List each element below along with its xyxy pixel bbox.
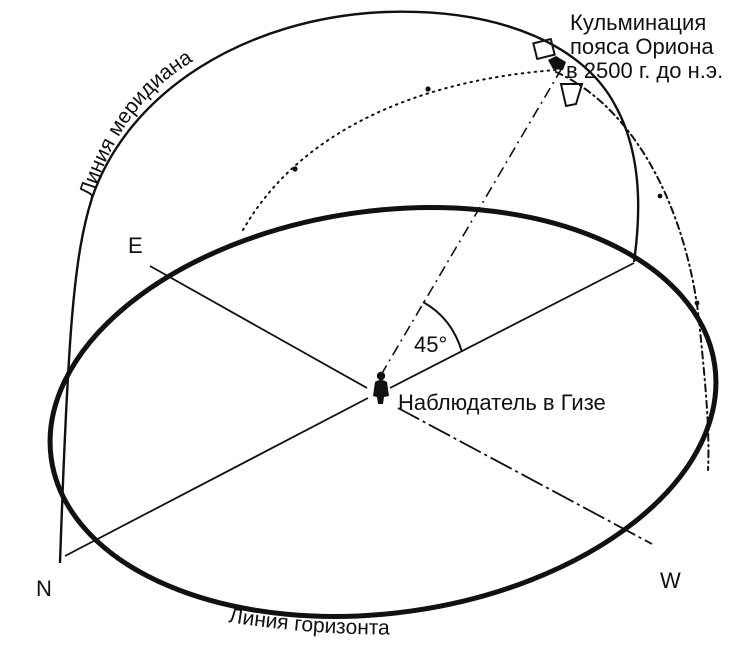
orion-path-east (242, 69, 557, 231)
orion-path-dot-2 (425, 86, 431, 92)
culmination-label-line-1: Кульминация (570, 10, 706, 35)
orion-path-dot-4 (694, 300, 700, 306)
observer-label: Наблюдатель в Гизе (398, 390, 606, 415)
west-label: W (660, 568, 681, 593)
horizon-label: Линия горизонта (227, 604, 390, 639)
sight-line (380, 67, 563, 376)
line-observer-north (64, 397, 369, 557)
angle-label: 45° (414, 332, 447, 357)
angle-arc (422, 301, 463, 353)
east-label: E (128, 233, 143, 258)
culmination-label-line-3: в 2500 г. до н.э. (566, 58, 723, 83)
orion-path-west (555, 71, 710, 471)
orion-path-dot-3 (657, 193, 663, 199)
line-observer-west (397, 407, 653, 545)
orion-belt-marker (532, 37, 584, 108)
horizon-label-path: Линия горизонта (227, 604, 390, 639)
line-observer-meridian-south (389, 262, 635, 389)
observer-figure (373, 371, 389, 404)
culmination-label-line-2: пояса Ориона (570, 34, 714, 59)
meridian-line (58, 10, 640, 564)
horizon-ellipse (47, 205, 719, 619)
north-label: N (36, 576, 52, 601)
orion-path-dot-1 (292, 166, 298, 172)
line-observer-east (149, 265, 368, 389)
